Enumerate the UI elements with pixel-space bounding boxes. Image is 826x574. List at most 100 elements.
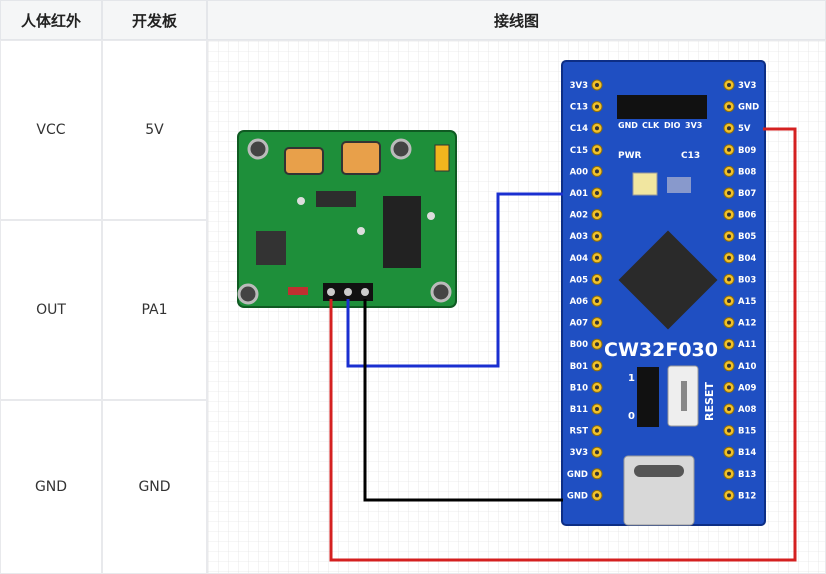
left-pin-hole-center <box>595 493 599 498</box>
left-pin-hole-center <box>595 212 599 217</box>
cell-board-5v: 5V <box>102 40 207 220</box>
left-pin-hole-center <box>595 363 599 368</box>
right-pin-hole-center <box>727 407 731 411</box>
right-pin-label: A15 <box>738 297 756 307</box>
pwr-label: PWR <box>618 151 642 161</box>
right-pin-hole-center <box>727 450 731 455</box>
right-pin-hole-center <box>727 83 731 87</box>
left-pin-label: A01 <box>570 189 588 199</box>
right-pin-hole-center <box>727 104 731 109</box>
pir-sensor-module <box>237 130 457 308</box>
header-label-clk: CLK <box>642 121 660 130</box>
left-pin-label: 3V3 <box>570 448 588 458</box>
left-pin-label: C14 <box>570 124 588 134</box>
left-pin-hole-center <box>595 428 599 433</box>
right-pin-label: B05 <box>738 232 756 242</box>
right-pin-label: B15 <box>738 427 756 437</box>
right-pin-label: B09 <box>738 146 756 156</box>
wire-vcc-5v <box>329 127 797 562</box>
left-pin-hole-center <box>595 320 599 325</box>
right-pin-hole-center <box>727 493 731 498</box>
right-pin-label: B03 <box>738 275 756 285</box>
cell-sensor-vcc: VCC <box>0 40 102 220</box>
left-pin-hole-center <box>595 471 599 476</box>
right-pin-label: A09 <box>738 383 756 393</box>
jumper-label-0: 0 <box>628 411 635 422</box>
right-pin-hole-center <box>727 126 731 131</box>
left-pin-label: A04 <box>570 254 588 264</box>
board-name: CW32F030 <box>604 339 718 361</box>
reset-label: RESET <box>703 382 716 421</box>
left-pin-hole-center <box>595 407 599 411</box>
left-pin-label: A06 <box>570 297 588 307</box>
right-pin-label: B04 <box>738 254 756 264</box>
left-pin-hole-center <box>595 147 599 152</box>
left-pin-label: C13 <box>570 103 588 113</box>
left-pin-hole-center <box>595 83 599 87</box>
left-pin-label: B10 <box>570 383 588 393</box>
header-label-dio: DIO <box>664 121 681 130</box>
right-pin-label: B12 <box>738 491 756 501</box>
cell-sensor-gnd: GND <box>0 400 102 574</box>
left-pin-hole-center <box>595 255 599 260</box>
diagram-svg: 3V3C13C14C15A00A01A02A03A04A05A06A07B00B… <box>208 41 825 573</box>
right-pin-label: B14 <box>738 448 756 458</box>
left-pin-label: A05 <box>570 275 588 285</box>
right-pin-hole-center <box>727 428 731 433</box>
header-label-3v3: 3V3 <box>685 121 702 130</box>
jumper-label-1: 1 <box>628 373 635 384</box>
left-pin-label: A03 <box>570 232 588 242</box>
right-pin-hole-center <box>727 255 731 260</box>
left-pin-hole-center <box>595 104 599 109</box>
left-pin-label: RST <box>570 427 589 437</box>
right-pin-hole-center <box>727 299 731 303</box>
left-pin-hole-center <box>595 299 599 303</box>
header-label-gnd: GND <box>618 121 638 130</box>
left-pin-hole-center <box>595 385 599 390</box>
header-board: 开发板 <box>102 0 207 40</box>
left-pin-hole-center <box>595 191 599 195</box>
right-pin-hole-center <box>727 320 731 325</box>
right-pin-hole-center <box>727 191 731 195</box>
left-pin-label: GND <box>567 470 588 480</box>
wire-gnd-gnd <box>363 299 563 502</box>
right-pin-label: 5V <box>738 124 751 134</box>
left-pin-label: B11 <box>570 405 588 415</box>
right-pin-hole-center <box>727 342 731 347</box>
header-sensor: 人体红外 <box>0 0 102 40</box>
left-pin-label: GND <box>567 491 588 501</box>
left-pin-hole-center <box>595 234 599 239</box>
right-pin-hole-center <box>727 385 731 390</box>
right-pin-hole-center <box>727 363 731 368</box>
led-label: C13 <box>681 151 700 161</box>
left-pin-label: A07 <box>570 319 588 329</box>
right-pin-label: B06 <box>738 211 756 221</box>
left-pin-hole-center <box>595 169 599 174</box>
left-pin-hole-center <box>595 342 599 347</box>
left-pin-label: B00 <box>570 340 588 350</box>
left-pin-label: C15 <box>570 146 588 156</box>
right-pin-hole-center <box>727 147 731 152</box>
right-pin-hole-center <box>727 169 731 174</box>
cell-board-pa1: PA1 <box>102 220 207 400</box>
right-pin-label: 3V3 <box>738 81 756 91</box>
right-pin-hole-center <box>727 471 731 476</box>
left-pin-label: A02 <box>570 211 588 221</box>
cell-sensor-out: OUT <box>0 220 102 400</box>
left-pin-hole-center <box>595 126 599 131</box>
left-pin-label: B01 <box>570 362 588 372</box>
left-pin-hole-center <box>595 450 599 455</box>
header-diagram: 接线图 <box>207 0 826 40</box>
right-pin-hole-center <box>727 212 731 217</box>
right-pin-label: A12 <box>738 319 756 329</box>
right-pin-label: A08 <box>738 405 756 415</box>
right-pin-label: A11 <box>738 340 756 350</box>
left-pin-label: A00 <box>570 167 588 177</box>
wire-out-pa1 <box>346 192 563 368</box>
right-pin-label: B13 <box>738 470 756 480</box>
right-pin-hole-center <box>727 234 731 239</box>
right-pin-hole-center <box>727 277 731 282</box>
right-pin-label: B07 <box>738 189 756 199</box>
